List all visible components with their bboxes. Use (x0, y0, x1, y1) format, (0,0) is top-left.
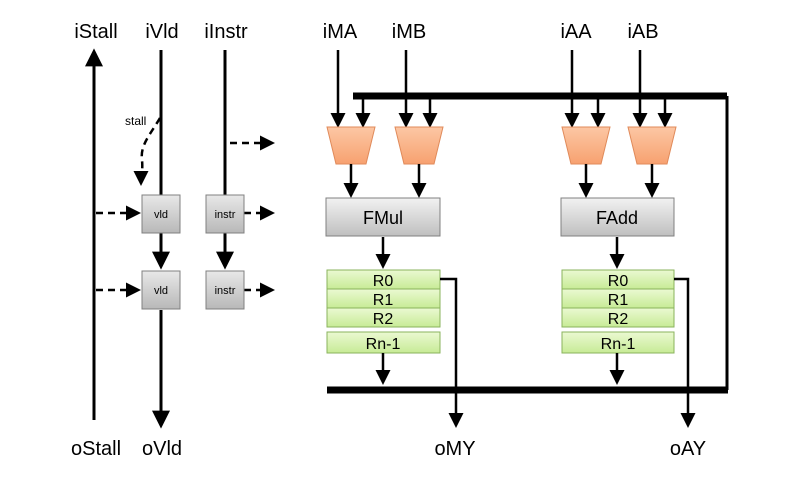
ovld-label: oVld (142, 438, 182, 460)
fadd-reg-r2-label: R2 (608, 311, 629, 328)
fadd-label: FAdd (596, 208, 638, 228)
omy-output-wire (440, 277, 464, 428)
vld-latch-top: vld (141, 194, 181, 234)
fadd-reg-r2 (561, 307, 675, 328)
vld-latch-top-label: vld (154, 209, 168, 221)
fmul-reg-r2-label: R2 (373, 311, 394, 328)
iaa-label: iAA (560, 21, 592, 43)
ostall-label: oStall (71, 438, 121, 460)
instr-latch-top-label: instr (215, 209, 236, 221)
fmul-reg-r2 (326, 307, 441, 328)
stall-dashed-curve (133, 117, 162, 186)
imb-label: iMB (392, 21, 426, 43)
instr-latch-bottom: instr (205, 270, 245, 310)
instr-latch-top: instr (205, 194, 245, 234)
mux-fmul-a (326, 126, 376, 165)
oay-label: oAY (670, 438, 706, 460)
mux-fadd-b (627, 126, 677, 165)
mux-fmul-b (394, 126, 444, 165)
istall-label: iStall (74, 21, 117, 43)
fadd-register-stack: R0 R1 R2 Rn-1 (561, 269, 675, 354)
fadd-reg-rn1-label: Rn-1 (601, 336, 636, 353)
instr-latch-bottom-label: instr (215, 285, 236, 297)
fadd-reg-r0-label: R0 (608, 273, 629, 290)
iinstr-label: iInstr (204, 21, 248, 43)
vld-latch-bottom-label: vld (154, 285, 168, 297)
fadd-unit: FAdd (560, 197, 675, 237)
fmul-reg-r1-label: R1 (373, 292, 394, 309)
fmul-register-stack: R0 R1 R2 Rn-1 (326, 269, 441, 354)
omy-label: oMY (434, 438, 475, 460)
oay-output-wire (674, 277, 696, 428)
ima-label: iMA (323, 21, 358, 43)
fadd-reg-r1-label: R1 (608, 292, 629, 309)
vld-latch-bottom: vld (141, 270, 181, 310)
fmul-reg-rn1-label: Rn-1 (366, 336, 401, 353)
stall-note-label: stall (125, 114, 146, 128)
fmul-label: FMul (363, 208, 403, 228)
mux-fadd-a (561, 126, 611, 165)
fmul-unit: FMul (325, 197, 441, 237)
ivld-label: iVld (145, 21, 178, 43)
iab-label: iAB (627, 21, 658, 43)
fmul-reg-r0-label: R0 (373, 273, 394, 290)
